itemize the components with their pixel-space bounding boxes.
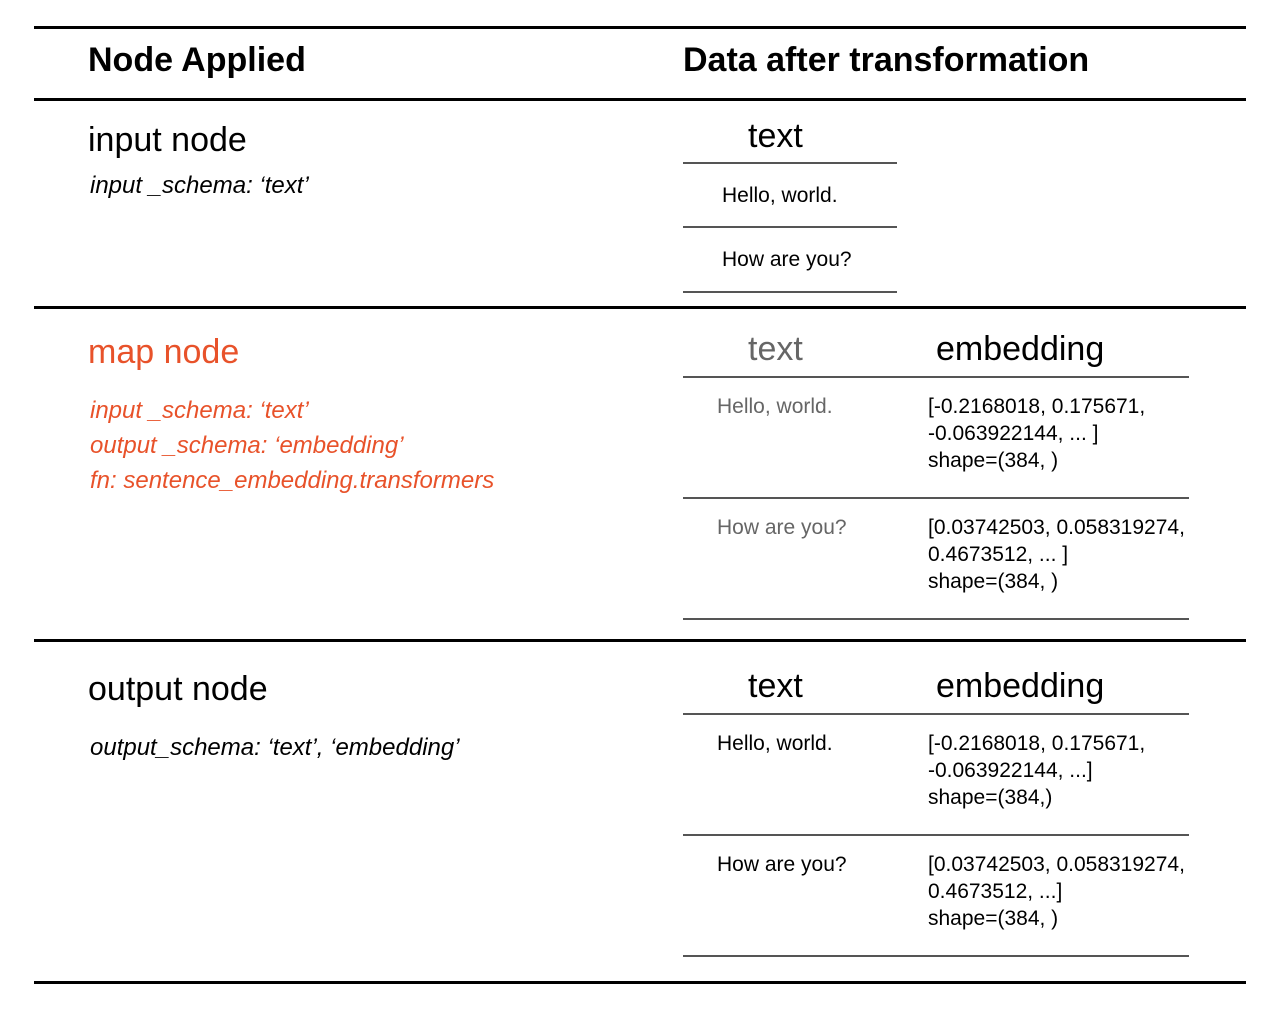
output-node-title: output node — [88, 670, 268, 708]
table-line — [683, 834, 1189, 836]
map-node-param-input-schema: input _schema: ‘text’ — [90, 397, 309, 424]
embedding-values-line: -0.063922144, ...] — [928, 759, 1093, 782]
input-node-param: input _schema: ‘text’ — [90, 172, 309, 199]
table-cell-embedding: [0.03742503, 0.058319274, 0.4673512, ...… — [928, 514, 1228, 595]
table-line — [683, 713, 1189, 715]
table-cell-embedding: [-0.2168018, 0.175671, -0.063922144, ...… — [928, 393, 1228, 474]
table-line — [683, 497, 1189, 499]
column-header-text: text — [748, 117, 803, 155]
embedding-values-line: 0.4673512, ...] — [928, 880, 1063, 903]
table-line — [683, 955, 1189, 957]
table-line — [683, 618, 1189, 620]
embedding-values-line: 0.4673512, ... ] — [928, 543, 1069, 566]
embedding-values-line: [-0.2168018, 0.175671, — [928, 732, 1146, 755]
section-divider-1 — [34, 306, 1246, 309]
embedding-values-line: [-0.2168018, 0.175671, — [928, 395, 1146, 418]
column-header-text: text — [748, 667, 803, 705]
table-line — [683, 291, 897, 293]
top-rule — [34, 26, 1246, 29]
bottom-rule — [34, 981, 1246, 984]
table-cell-text: Hello, world. — [717, 395, 833, 418]
table-cell-text: Hello, world. — [717, 732, 833, 755]
embedding-shape: shape=(384, ) — [928, 570, 1059, 593]
embedding-values-line: [0.03742503, 0.058319274, — [928, 853, 1185, 876]
table-line — [683, 226, 897, 228]
table-cell-text: How are you? — [717, 516, 847, 539]
header-rule — [34, 98, 1246, 101]
embedding-shape: shape=(384,) — [928, 786, 1053, 809]
table-cell-embedding: [-0.2168018, 0.175671, -0.063922144, ...… — [928, 730, 1228, 811]
output-node-param: output_schema: ‘text’, ‘embedding’ — [90, 734, 460, 761]
map-node-param-fn: fn: sentence_embedding.transformers — [90, 467, 495, 494]
table-line — [683, 162, 897, 164]
map-node-title: map node — [88, 333, 240, 371]
column-header-text: text — [748, 330, 803, 368]
table-cell-embedding: [0.03742503, 0.058319274, 0.4673512, ...… — [928, 851, 1228, 932]
column-header-embedding: embedding — [936, 330, 1105, 368]
header-node-applied: Node Applied — [88, 41, 306, 79]
column-header-embedding: embedding — [936, 667, 1105, 705]
embedding-values-line: -0.063922144, ... ] — [928, 422, 1099, 445]
table-cell-text: Hello, world. — [722, 184, 838, 207]
section-divider-2 — [34, 639, 1246, 642]
embedding-shape: shape=(384, ) — [928, 449, 1059, 472]
map-node-param-output-schema: output _schema: ‘embedding’ — [90, 432, 404, 459]
embedding-values-line: [0.03742503, 0.058319274, — [928, 516, 1185, 539]
header-data-after-transformation: Data after transformation — [683, 41, 1090, 79]
input-node-title: input node — [88, 121, 247, 159]
table-line — [683, 376, 1189, 378]
embedding-shape: shape=(384, ) — [928, 907, 1059, 930]
table-cell-text: How are you? — [722, 248, 852, 271]
table-cell-text: How are you? — [717, 853, 847, 876]
